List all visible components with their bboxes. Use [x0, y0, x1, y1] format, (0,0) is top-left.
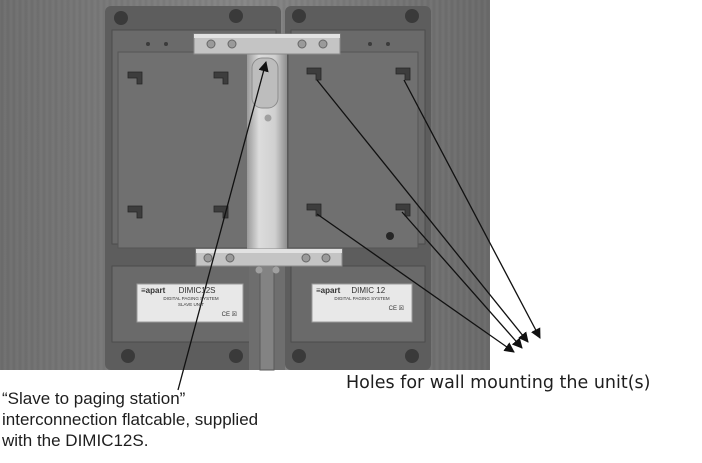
cable-callout-line-1: “Slave to paging station” [2, 389, 186, 408]
rubber-foot [229, 349, 243, 363]
hole-pointer-arrow [401, 211, 523, 349]
cable-pointer-arrow [177, 60, 269, 391]
right-label-plate [311, 283, 413, 323]
cable-callout-text: “Slave to paging station” interconnectio… [2, 388, 342, 451]
bracket-screw [318, 39, 328, 49]
left-unit-note: SLAVE UNIT [178, 302, 204, 307]
right-unit-brand: ≡apart [316, 286, 341, 295]
bracket-screw [297, 39, 307, 49]
left-unit-label: ≡apart DIMIC12S DIGITAL PAGING SYSTEM SL… [141, 286, 241, 318]
pointer-arrows [177, 60, 541, 391]
left-unit-brand: ≡apart [141, 286, 166, 295]
rubber-foot [114, 11, 128, 25]
rubber-foot [292, 9, 306, 23]
right-unit-panel [287, 51, 419, 249]
right-unit-brand-model: ≡apart DIMIC 12 [316, 286, 408, 296]
top-mounting-bracket [193, 33, 341, 55]
bracket-screw [227, 39, 237, 49]
left-unit-model: DIMIC12S [178, 286, 216, 295]
hole-pointer-arrow [316, 79, 529, 343]
rubber-foot [292, 349, 306, 363]
right-unit-ce-mark: CE ☒ [388, 306, 404, 312]
hole-pointer-arrow [316, 213, 515, 353]
mounting-holes [127, 67, 411, 219]
cable-callout-line-2: interconnection flatcable, supplied [2, 410, 259, 429]
bracket-screw [206, 39, 216, 49]
rubber-foot [229, 9, 243, 23]
holes-callout-text: Holes for wall mounting the unit(s) [346, 373, 651, 393]
bracket-screw [301, 253, 311, 263]
bracket-screw [203, 253, 213, 263]
left-unit-ce-mark: CE ☒ [221, 312, 237, 318]
rubber-foot [405, 9, 419, 23]
right-unit-subtitle: DIGITAL PAGING SYSTEM [334, 296, 390, 301]
bottom-mounting-bracket [195, 248, 343, 267]
hole-pointer-arrow [403, 79, 541, 339]
rubber-foot [405, 349, 419, 363]
right-unit-model: DIMIC 12 [351, 286, 386, 295]
bracket-screw [225, 253, 235, 263]
left-unit-subtitle: DIGITAL PAGING SYSTEM [163, 296, 219, 301]
right-unit-label: ≡apart DIMIC 12 DIGITAL PAGING SYSTEM CE… [316, 286, 408, 312]
bracket-screw [321, 253, 331, 263]
cable-callout-line-3: with the DIMIC12S. [2, 431, 149, 450]
left-unit-brand-model: ≡apart DIMIC12S [141, 286, 241, 296]
left-label-plate [136, 283, 244, 323]
rubber-foot [121, 349, 135, 363]
